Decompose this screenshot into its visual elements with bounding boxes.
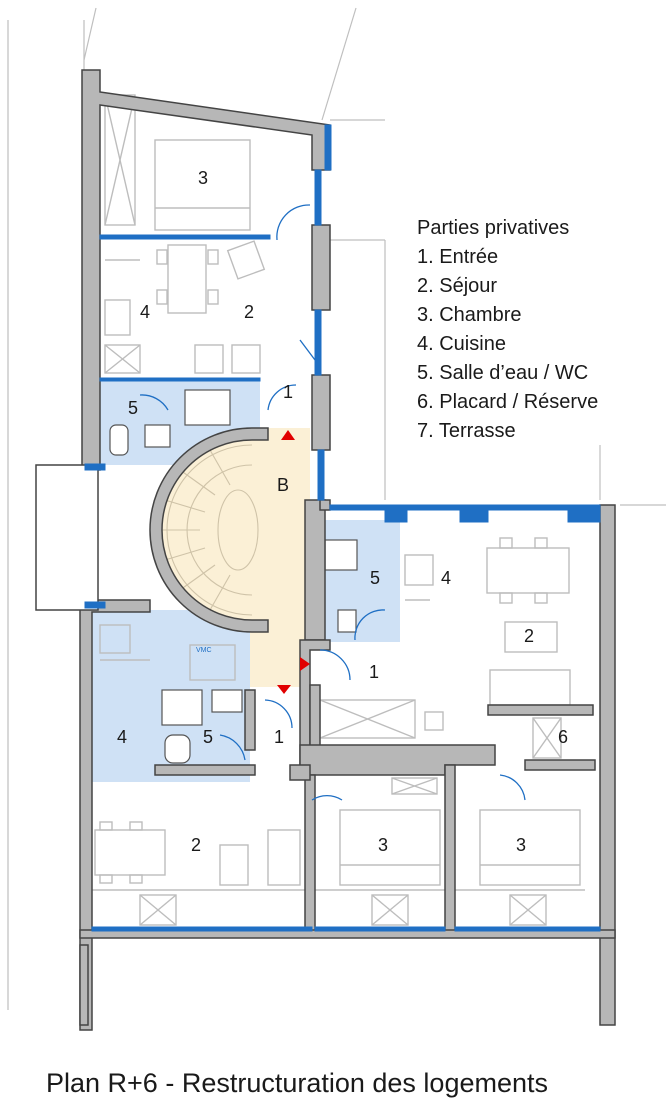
- room-label-top-entree: 1: [283, 382, 293, 402]
- room-label-bottom-sejour: 2: [191, 835, 201, 855]
- windows: [84, 124, 601, 932]
- access-arrows: [277, 430, 310, 694]
- room-labels: 3 2 4 5 1 B 5 4 2 1 6 4 5 1 2 3 3: [117, 168, 568, 855]
- room-label-bottom-chambre-2: 3: [516, 835, 526, 855]
- context-lines: [7, 7, 666, 1020]
- legend-item: 5. Salle d’eau / WC: [417, 362, 589, 384]
- legend-item: 2. Séjour: [417, 275, 498, 297]
- room-label-left-cuisine: 4: [117, 727, 127, 747]
- room-label-top-chambre: 3: [198, 168, 208, 188]
- room-label-right-placard: 6: [558, 727, 568, 747]
- furniture: [92, 94, 585, 926]
- walls: [35, 69, 616, 1031]
- legend-item: 4. Cuisine: [417, 333, 506, 355]
- legend-item: 1. Entrée: [417, 246, 499, 268]
- stair-treads: [160, 444, 259, 616]
- legend-item: 6. Placard / Réserve: [417, 391, 599, 413]
- room-label-left-sde: 5: [203, 727, 213, 747]
- legend-item: 3. Chambre: [417, 304, 522, 326]
- room-label-right-entree: 1: [369, 662, 379, 682]
- room-label-right-cuisine: 4: [441, 568, 451, 588]
- sanitary-fixtures: [109, 389, 358, 764]
- legend: Parties privatives 1. Entrée 2. Séjour 3…: [417, 214, 598, 446]
- legend-item: 7. Terrasse: [417, 420, 516, 442]
- room-label-right-sde: 5: [370, 568, 380, 588]
- room-label-left-entree: 1: [274, 727, 284, 747]
- stair-label: B: [277, 475, 289, 495]
- vmc-label: VMC: [196, 647, 212, 654]
- room-label-bottom-chambre-1: 3: [378, 835, 388, 855]
- doors: [139, 204, 526, 801]
- room-label-top-cuisine: 4: [140, 302, 150, 322]
- room-label-right-sejour: 2: [524, 626, 534, 646]
- room-label-top-sejour: 2: [244, 302, 254, 322]
- vmc-marker: VMC: [196, 647, 212, 654]
- room-label-top-sde: 5: [128, 398, 138, 418]
- plan-caption: Plan R+6 - Restructuration des logements: [46, 1068, 549, 1098]
- legend-title: Parties privatives: [417, 217, 570, 239]
